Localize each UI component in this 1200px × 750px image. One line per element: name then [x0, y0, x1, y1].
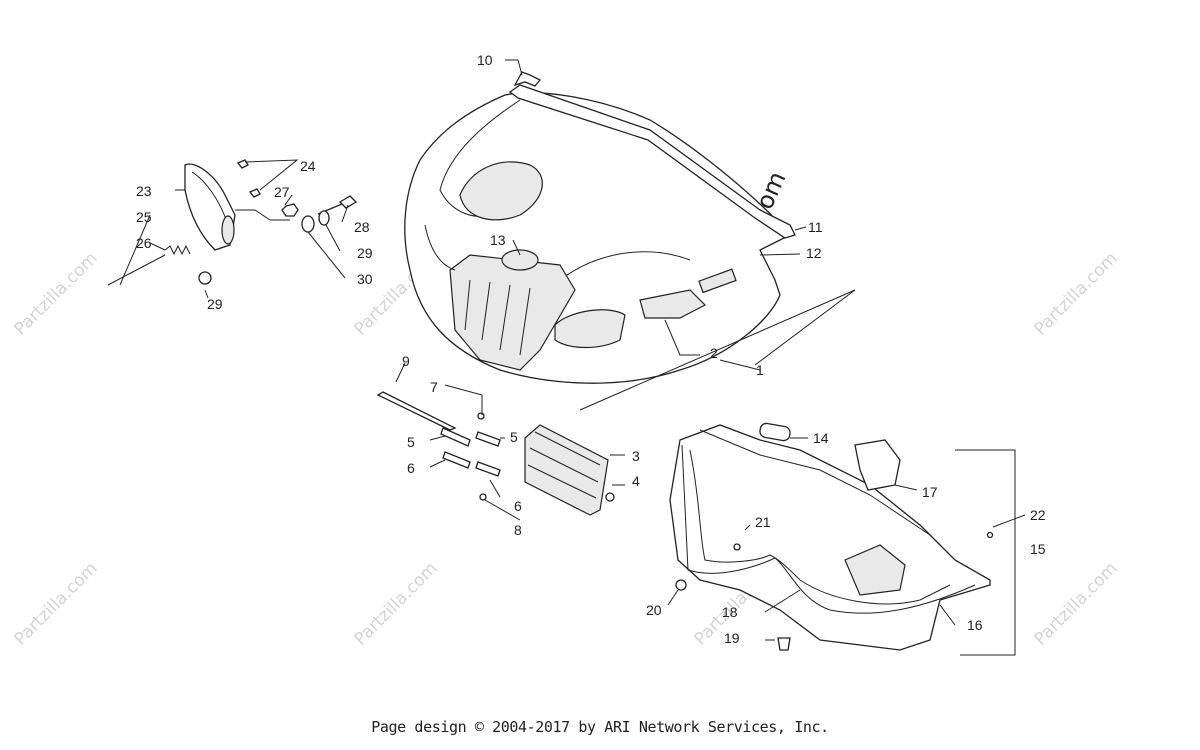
headlight-assembly: [107, 159, 358, 286]
headlight-opening-left: [554, 309, 626, 349]
headlight-screw: [236, 159, 249, 169]
callout-9: 9: [402, 353, 410, 369]
storage-tray-16: [669, 424, 991, 651]
callout-24: 24: [300, 158, 316, 174]
callout-8: 8: [514, 522, 522, 538]
bracket-5b: [475, 431, 501, 447]
callout-5b: 5: [510, 429, 518, 445]
callout-labels: 10 11 12 13 2 1 9 7 5 5 6 6 8 3 4 14 17 …: [136, 52, 1046, 646]
callout-5a: 5: [407, 434, 415, 450]
tray-compartment: [844, 544, 906, 596]
hood-assembly: [404, 71, 796, 384]
bracket-6b: [475, 461, 501, 477]
headlight-mount: [221, 215, 235, 245]
screw-7: [477, 412, 485, 420]
callout-4: 4: [632, 473, 640, 489]
callout-1: 1: [756, 362, 764, 378]
watermark-text: Partzilla.com: [11, 248, 102, 339]
callout-7: 7: [430, 379, 438, 395]
screw-19: [777, 637, 791, 651]
callout-11: 11: [808, 219, 823, 235]
callout-22: 22: [1030, 507, 1046, 523]
callout-29a: 29: [357, 245, 373, 261]
callout-23: 23: [136, 183, 152, 199]
callout-6b: 6: [514, 498, 522, 514]
watermark-text: Partzilla.com: [1031, 558, 1122, 649]
nut-20: [675, 579, 687, 591]
adjust-screw: [107, 254, 166, 286]
hood-decal: [698, 268, 737, 294]
callout-2: 2: [710, 345, 718, 361]
seal-18: [681, 444, 976, 614]
bracket-6a: [442, 451, 471, 469]
callout-10: 10: [477, 52, 493, 68]
storage-tray-assembly: [669, 422, 994, 651]
callout-21: 21: [755, 514, 771, 530]
watermark-text: Partzilla.com: [11, 558, 102, 649]
watermark-text: Partzilla.com: [351, 558, 442, 649]
footer-copyright: Page design © 2004-2017 by ARI Network S…: [371, 718, 829, 736]
screw-21: [733, 543, 741, 551]
hood-trim-strip: [508, 84, 796, 239]
callout-20: 20: [646, 602, 662, 618]
screw-8: [479, 493, 487, 501]
callout-15: 15: [1030, 541, 1046, 557]
grille-screen-group: [376, 391, 615, 516]
adjust-spring: [164, 244, 191, 256]
callout-30: 30: [357, 271, 373, 287]
callout-17: 17: [922, 484, 938, 500]
bracket-5a: [440, 427, 471, 447]
callout-29b: 29: [207, 296, 223, 312]
leader-lines: [119, 59, 1026, 656]
rivet-22: [986, 531, 994, 539]
callout-28: 28: [354, 219, 370, 235]
hood-grille: [449, 254, 576, 371]
callout-3: 3: [632, 448, 640, 464]
hood-badge: [501, 249, 539, 271]
headlight-opening-right: [639, 289, 707, 319]
headlight-washer: [198, 271, 212, 285]
headlight-screw: [248, 188, 261, 198]
clip-4: [605, 492, 615, 502]
callout-13: 13: [490, 232, 506, 248]
callout-12: 12: [806, 245, 822, 261]
callout-25: 25: [136, 209, 152, 225]
callout-26: 26: [136, 235, 152, 251]
grille-screen-3: [524, 424, 609, 516]
callout-16: 16: [967, 617, 983, 633]
hood-latch: [513, 71, 542, 87]
callout-14: 14: [813, 430, 829, 446]
callout-18: 18: [722, 604, 738, 620]
callout-6a: 6: [407, 460, 415, 476]
bushing-30: [301, 215, 315, 233]
hood-scoop: [459, 161, 543, 221]
nut-27: [281, 203, 299, 217]
callout-27: 27: [274, 184, 290, 200]
cable-9: [376, 391, 457, 431]
washer-29: [318, 210, 330, 226]
callout-19: 19: [724, 630, 740, 646]
pad-14: [759, 422, 791, 442]
watermark-text: Partzilla.com: [1031, 248, 1122, 339]
